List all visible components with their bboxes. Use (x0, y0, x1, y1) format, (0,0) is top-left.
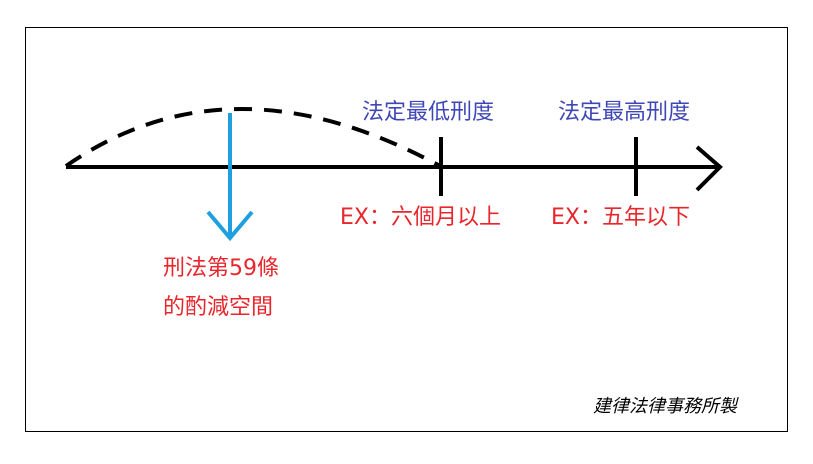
reduction-range-dashed-curve (64, 107, 441, 168)
firm-credit: 建律法律事務所製 (593, 396, 737, 417)
diagram-frame (25, 27, 788, 432)
article59-label-line2: 的酌減空間 (163, 295, 274, 320)
example-max-label: EX：五年以下 (551, 205, 690, 230)
axis-arrowhead (695, 145, 723, 192)
reduction-arrow-head (206, 210, 254, 242)
article59-label-line1: 刑法第59條 (163, 256, 279, 281)
example-min-label: EX：六個月以上 (340, 205, 501, 230)
statutory-min-label: 法定最低刑度 (362, 100, 495, 125)
statutory-max-label: 法定最高刑度 (558, 100, 691, 125)
